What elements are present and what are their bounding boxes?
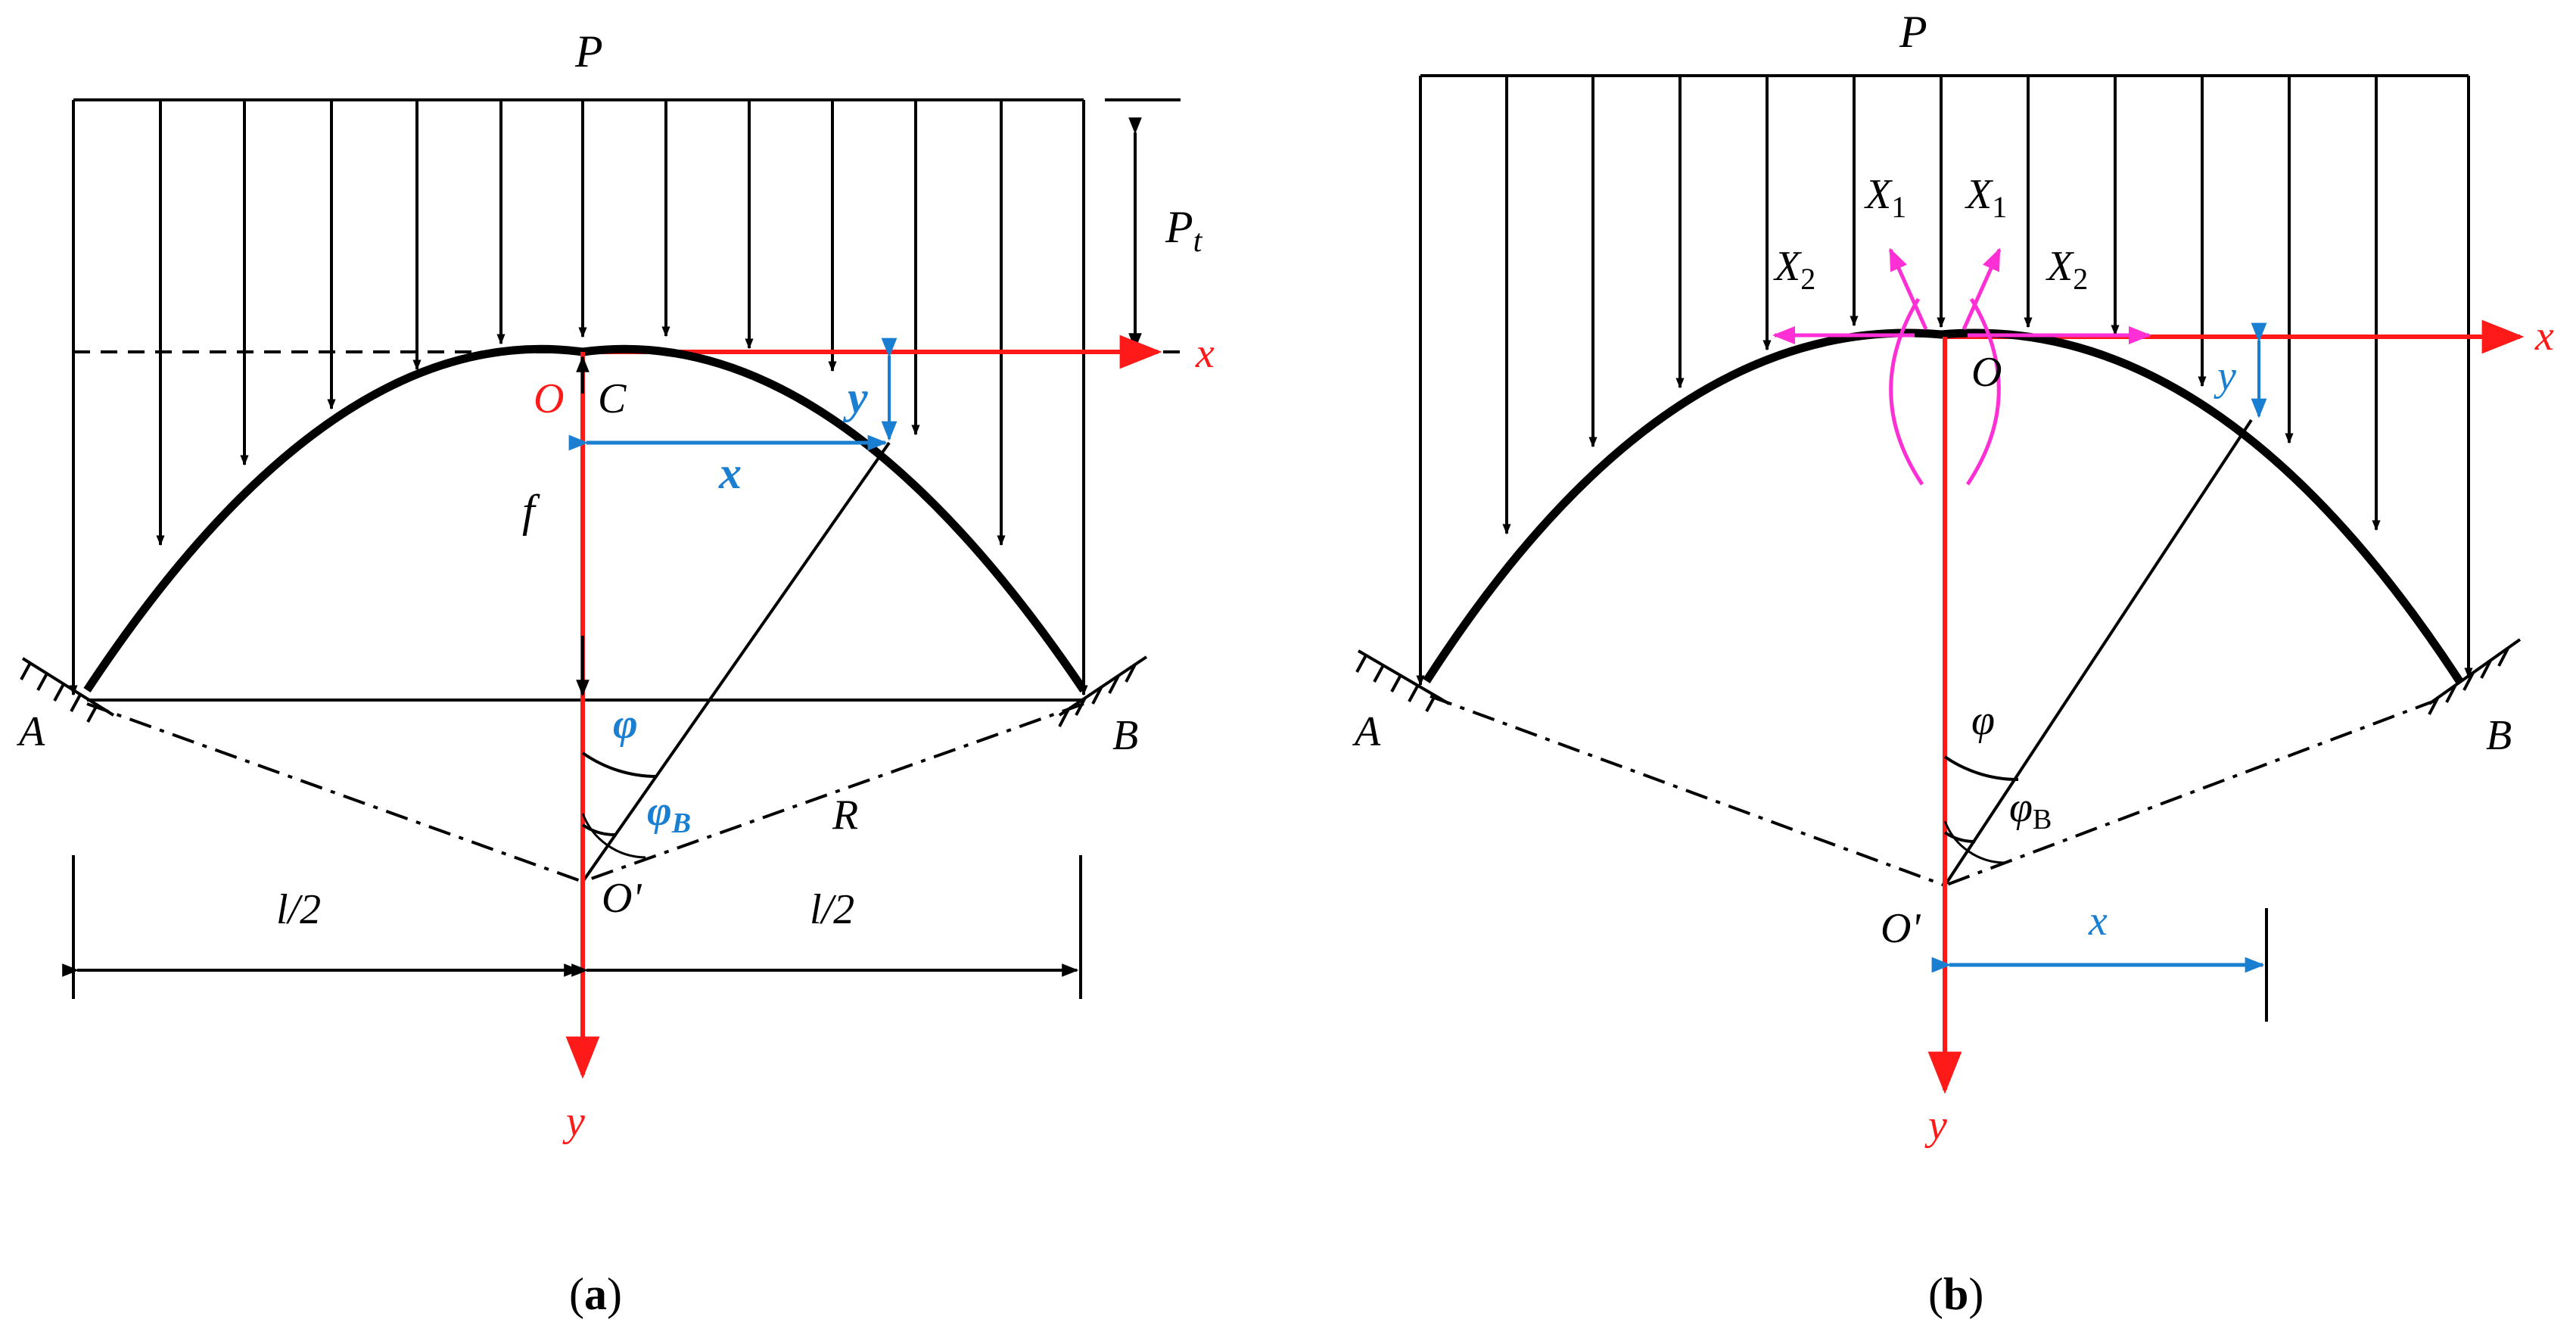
label-x-axis: x bbox=[1195, 330, 1215, 377]
arch-b bbox=[1423, 328, 2463, 684]
caption-a: (a) bbox=[569, 1269, 622, 1319]
label-o: O bbox=[534, 375, 564, 422]
label-phi: φ bbox=[613, 701, 638, 748]
label-phi-b: φ bbox=[1971, 697, 1995, 744]
label-x2-right: X2 bbox=[2046, 243, 2088, 296]
phib-arc-outer-b bbox=[1943, 820, 2006, 864]
radius-right-b bbox=[1944, 699, 2438, 887]
label-x1-left: X1 bbox=[1864, 171, 1906, 224]
label-l2-right: l/2 bbox=[810, 886, 854, 933]
phib-arc-b bbox=[1943, 831, 1976, 844]
phi-arc bbox=[581, 751, 658, 779]
label-y-axis: y bbox=[562, 1098, 585, 1145]
radius-right bbox=[582, 702, 1084, 883]
radius-point-b bbox=[1943, 419, 2253, 887]
load-arrows bbox=[69, 100, 1088, 696]
label-l2-left: l/2 bbox=[276, 886, 321, 933]
support-a-b bbox=[1355, 649, 1451, 712]
support-a bbox=[20, 657, 115, 723]
caption-b: (b) bbox=[1928, 1269, 1983, 1319]
label-phib-b: φB bbox=[2009, 784, 2052, 835]
label-oprime: O' bbox=[602, 875, 642, 922]
radius-left-b bbox=[1430, 695, 1946, 887]
label-oprime-b: O' bbox=[1881, 905, 1921, 952]
phib-arc bbox=[581, 823, 616, 837]
label-x2-left: X2 bbox=[1773, 243, 1815, 296]
label-p: P bbox=[574, 26, 603, 76]
label-x-dim-b: x bbox=[2088, 898, 2108, 944]
x1-right-moment bbox=[1965, 297, 2001, 486]
label-b: B bbox=[1112, 712, 1138, 759]
support-b bbox=[1058, 655, 1148, 727]
label-pt: Pt bbox=[1165, 202, 1203, 259]
arch bbox=[83, 344, 1087, 693]
label-p-b: P bbox=[1899, 7, 1927, 57]
label-x-axis-b: x bbox=[2534, 313, 2554, 359]
label-c: C bbox=[598, 375, 627, 422]
label-f: f bbox=[522, 486, 540, 536]
panel-a: P Pt x O C y x f φ φB R A B O' l/2 l/2 y… bbox=[16, 26, 1215, 1319]
label-r: R bbox=[832, 792, 858, 839]
panel-b: P X1 X1 X2 X2 x O y φ φB A B O' x y (b) bbox=[1352, 7, 2554, 1319]
label-a-b: A bbox=[1352, 708, 1381, 755]
label-phib: φB bbox=[647, 788, 691, 839]
label-y-axis-b: y bbox=[1924, 1102, 1947, 1149]
x1-left-arrow bbox=[1888, 247, 1928, 331]
x1-left-moment bbox=[1889, 297, 1924, 486]
support-b-b bbox=[2428, 638, 2522, 715]
label-y-dim: y bbox=[843, 372, 868, 422]
label-x-dim: x bbox=[718, 448, 742, 498]
radius-point bbox=[581, 441, 891, 883]
label-b-b: B bbox=[2486, 712, 2512, 759]
radius-left bbox=[86, 702, 583, 883]
label-o-b: O bbox=[1971, 349, 2002, 396]
phi-arc-b bbox=[1943, 755, 2019, 782]
label-a: A bbox=[16, 708, 45, 755]
phib-arc-outer bbox=[581, 813, 646, 859]
label-y-dim-b: y bbox=[2214, 353, 2236, 400]
x1-right-arrow bbox=[1962, 247, 2002, 331]
load-arrows-b bbox=[1416, 76, 2473, 686]
label-x1-right: X1 bbox=[1965, 171, 2007, 224]
